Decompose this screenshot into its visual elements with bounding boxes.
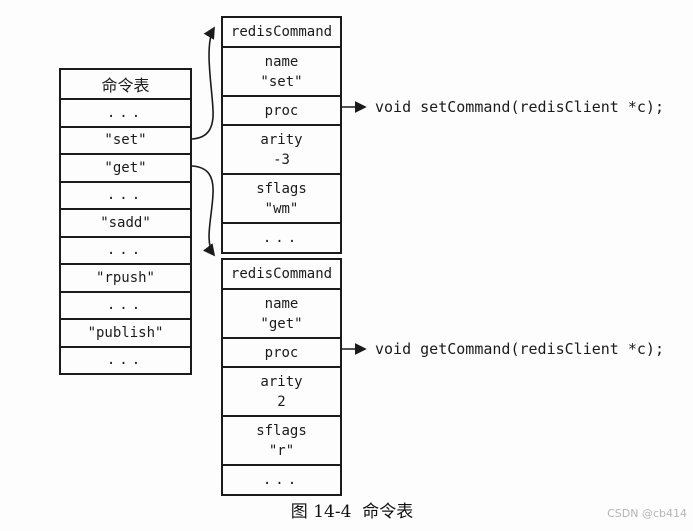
rediscommand-struct-get: redisCommand name "get" proc arity 2 sfl… (221, 258, 342, 496)
field-value: "set" (260, 73, 303, 90)
field-ellipsis: ... (223, 222, 340, 252)
table-row: ... (61, 180, 190, 209)
rediscommand-struct-set: redisCommand name "set" proc arity -3 sf… (221, 16, 342, 254)
field-label: sflags (256, 180, 307, 197)
field-value: "wm" (264, 200, 299, 217)
table-row: ... (61, 235, 190, 264)
field-ellipsis: ... (223, 464, 340, 494)
table-row: ... (61, 290, 190, 319)
field-arity: arity 2 (223, 366, 340, 415)
field-value: "get" (260, 315, 303, 332)
field-value: 2 (277, 393, 286, 410)
table-row-rpush: "rpush" (61, 263, 190, 291)
field-label: proc (264, 344, 299, 361)
field-name: name "get" (223, 288, 340, 337)
field-sflags: sflags "r" (223, 415, 340, 464)
table-row-set: "set" (61, 125, 190, 154)
table-row-publish: "publish" (61, 318, 190, 346)
field-value: -3 (273, 151, 290, 168)
field-arity: arity -3 (223, 124, 340, 173)
watermark: CSDN @cb414 (607, 507, 687, 520)
proc-target-getcommand: void getCommand(redisClient *c); (375, 340, 664, 358)
field-label: arity (260, 131, 303, 148)
field-label: name (264, 53, 299, 70)
field-label: arity (260, 373, 303, 390)
table-row-get: "get" (61, 153, 190, 181)
proc-target-setcommand: void setCommand(redisClient *c); (375, 98, 664, 116)
field-name: name "set" (223, 46, 340, 95)
field-label: name (264, 295, 299, 312)
table-row-sadd: "sadd" (61, 208, 190, 236)
struct-header: redisCommand (230, 24, 333, 40)
command-table: 命令表 ... "set" "get" ... "sadd" ... "rpus… (59, 68, 192, 375)
arrow-set-to-struct (191, 26, 215, 140)
field-label: proc (264, 102, 299, 119)
command-table-title: 命令表 (101, 76, 150, 95)
field-proc: proc (223, 95, 340, 124)
field-label: sflags (256, 422, 307, 439)
figure-caption: 图 14-4 命令表 (290, 502, 414, 522)
struct-header: redisCommand (230, 266, 333, 282)
field-sflags: sflags "wm" (223, 173, 340, 222)
table-row: ... (61, 98, 190, 126)
table-row: ... (61, 345, 190, 374)
field-value: "r" (268, 442, 295, 459)
arrow-get-to-struct (191, 165, 216, 257)
field-proc: proc (223, 337, 340, 366)
